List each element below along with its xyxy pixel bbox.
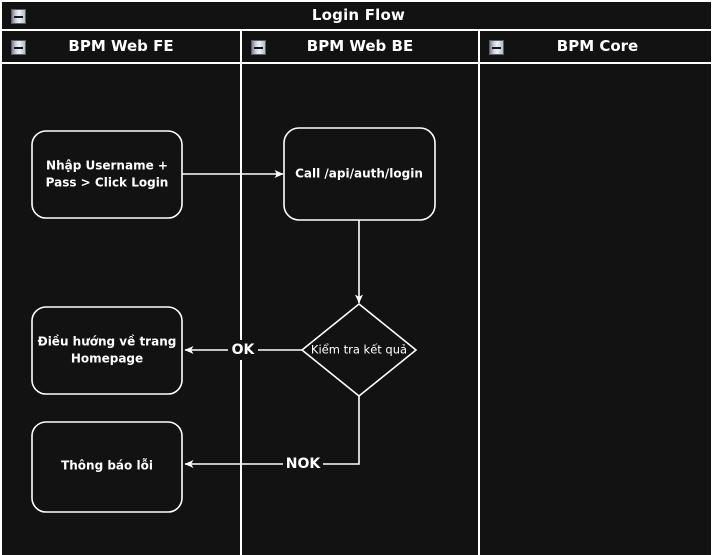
- lane-title-bpm-web-be: BPM Web BE: [306, 37, 414, 55]
- lane-bpm-web-fe: BPM Web FE: [2, 31, 240, 555]
- lane-header-bpm-core: BPM Core: [480, 31, 711, 64]
- pool-header: Login Flow: [2, 2, 711, 31]
- lane-header-bpm-web-be: BPM Web BE: [242, 31, 478, 64]
- lane-collapse-icon-bpm-web-fe[interactable]: [11, 40, 26, 55]
- lane-header-bpm-web-fe: BPM Web FE: [2, 31, 240, 64]
- pool-collapse-icon[interactable]: [11, 9, 26, 24]
- lane-collapse-icon-bpm-web-be[interactable]: [251, 40, 266, 55]
- lane-bpm-core: BPM Core: [478, 31, 711, 555]
- lane-bpm-web-be: BPM Web BE: [240, 31, 478, 555]
- lane-title-bpm-web-fe: BPM Web FE: [68, 37, 174, 55]
- lane-collapse-icon-bpm-core[interactable]: [489, 40, 504, 55]
- lane-title-bpm-core: BPM Core: [556, 37, 639, 55]
- pool-title: Login Flow: [311, 6, 406, 24]
